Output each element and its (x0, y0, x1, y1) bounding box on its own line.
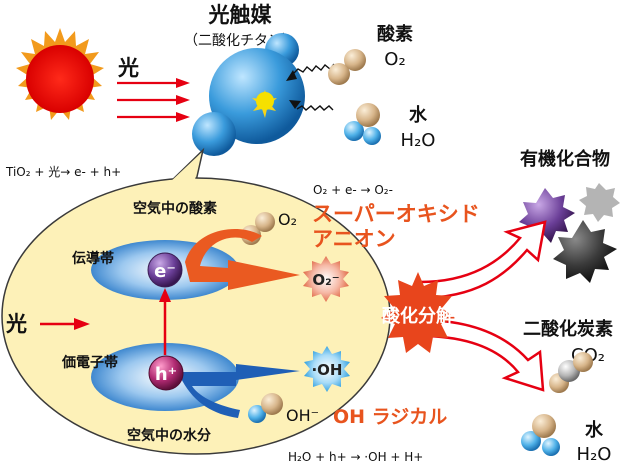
light-arrows-top (117, 78, 190, 122)
oxygen-label: 酸素 (377, 23, 413, 45)
oxygen-molecule-icon (328, 49, 366, 85)
photocatalyst-title: 光触媒 (208, 3, 273, 27)
superoxide-symbol: O₂⁻ (312, 271, 339, 289)
tio2-equation: TiO₂ + 光→ e- + h+ (5, 165, 121, 179)
wavy-arrows-icon (286, 63, 335, 111)
superoxide-burst-icon (303, 256, 349, 302)
hydroxide-molecule-icon (248, 393, 283, 423)
electron-transfer-arrow (185, 228, 300, 290)
oxidation-burst-icon (381, 272, 455, 353)
air-water-label: 空気中の水分 (127, 427, 211, 444)
water-label-top: 水 (409, 104, 428, 126)
oxidation-label: 酸化分解 (382, 305, 454, 327)
water-molecule-icon (344, 103, 381, 145)
water-molecule-bottom-icon (521, 414, 560, 456)
water-label-bottom: 水 (585, 419, 604, 441)
oh-radical-label: OH ラジカル (333, 406, 447, 428)
hole-particle (148, 355, 184, 391)
light-spark-icon (252, 90, 277, 118)
titanium-dioxide-particle (192, 33, 305, 156)
hydroxide-symbol: OH⁻ (286, 406, 319, 425)
hydroxyl-symbol: ·OH (311, 361, 342, 379)
co2-molecule-icon (549, 352, 593, 393)
hydroxyl-burst-icon (304, 346, 350, 392)
valence-band-label: 価電子帯 (61, 354, 118, 371)
light-arrow-left (40, 318, 90, 330)
hole-transfer-arrow (178, 364, 300, 418)
co2-label: 二酸化炭素 (523, 318, 613, 340)
air-oxygen-label: 空気中の酸素 (133, 200, 217, 217)
oxygen-formula: O₂ (384, 49, 405, 70)
light-label-top: 光 (117, 56, 139, 80)
organic-compound-label: 有機化合物 (520, 148, 610, 170)
superoxide-label-line1: スーパーオキシド (312, 202, 480, 226)
electron-symbol: e⁻ (154, 261, 176, 282)
hole-symbol: h⁺ (155, 364, 177, 385)
excitation-arrow (159, 288, 171, 355)
superoxide-label-line2: アニオン (312, 227, 396, 251)
water-formula-bottom: H₂O (577, 444, 612, 465)
sun-icon (16, 28, 104, 120)
h2o-equation: H₂O + h+ → ·OH + H+ (288, 450, 423, 464)
electron-particle (147, 252, 183, 288)
water-formula-top: H₂O (401, 130, 436, 151)
light-label-left: 光 (5, 312, 27, 336)
o2-small-label: O₂ (278, 210, 297, 229)
o2-equation: O₂ + e- → O₂- (313, 183, 393, 197)
conduction-band-label: 伝導帯 (72, 250, 114, 267)
